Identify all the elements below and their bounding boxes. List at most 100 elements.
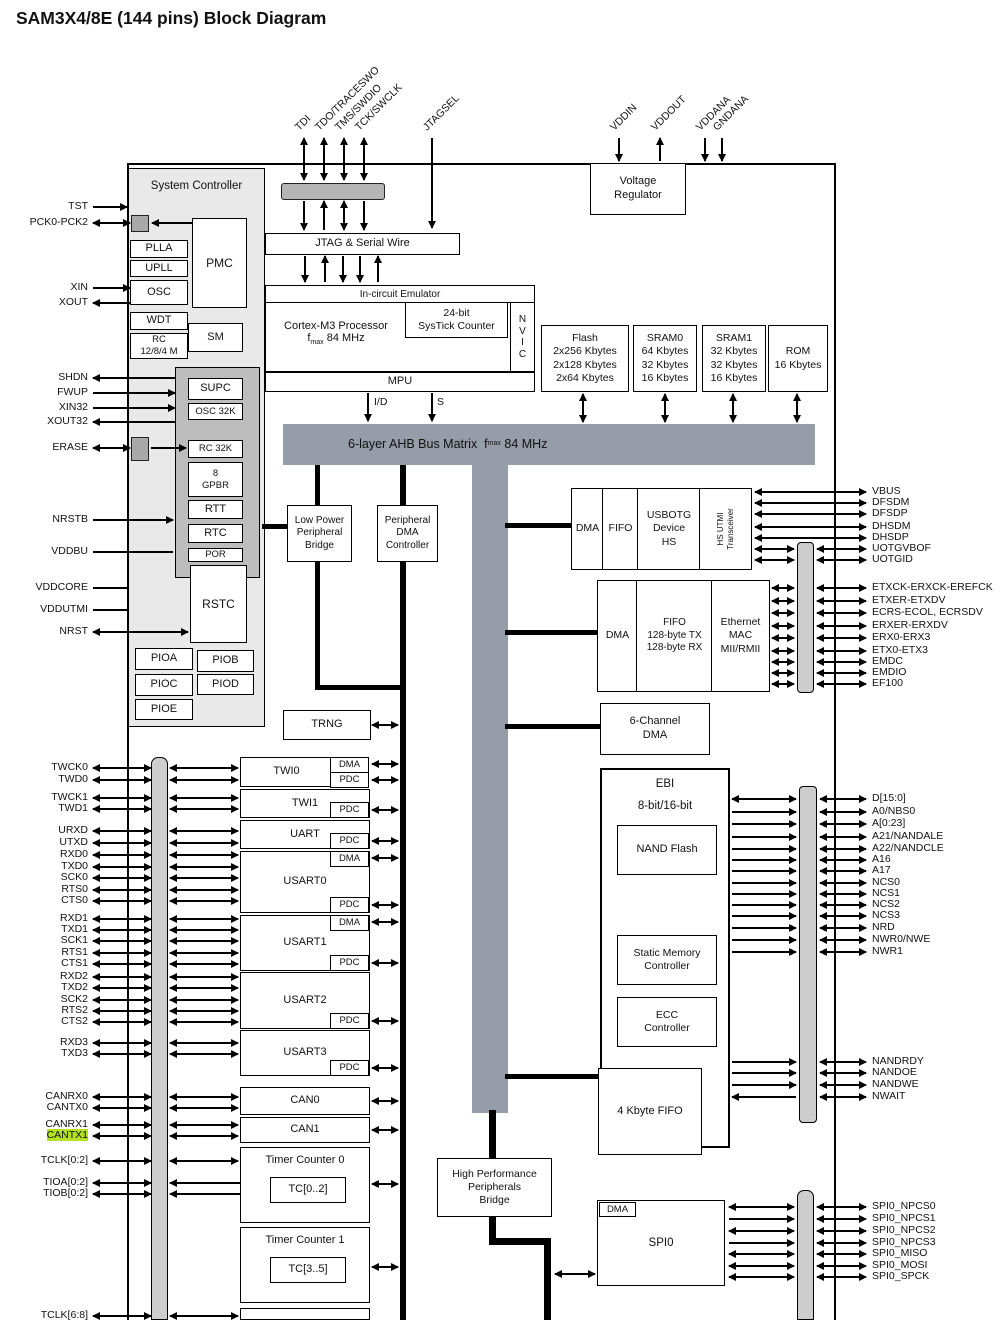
pin-wire-spi0-mosi-arrowhead xyxy=(787,1262,795,1270)
pin-label-ncs3: NCS3 xyxy=(872,909,900,922)
pin-wire-rts1-arrowhead xyxy=(92,949,100,957)
pin-text: SHDN xyxy=(58,371,88,383)
pin-wire-erxer-erxdv xyxy=(817,625,866,627)
pin-wire-d-15-0-arrowhead xyxy=(819,795,827,803)
pin-wire-jtagsel-arrowhead xyxy=(428,221,436,229)
pin-wire-rxd3-arrowhead xyxy=(92,1039,100,1047)
pin-wire-twd1-arrowhead xyxy=(92,805,100,813)
pin-wire-ncs0-arrowhead xyxy=(789,879,797,887)
pin-wire-ef100 xyxy=(772,683,794,685)
pioe-block: PIOE xyxy=(135,699,193,720)
peripheral-bus-wire-usart1-arrowhead xyxy=(391,959,399,967)
pin-label-ecrs-ecol-ecrsdv: ECRS-ECOL, ECRSDV xyxy=(872,606,983,619)
pin-wire-twck0 xyxy=(93,767,151,769)
peripheral-bus-wire-usart3-arrowhead xyxy=(371,1064,379,1072)
pin-text: ETXCK-ERXCK-EREFCK xyxy=(872,581,993,593)
pin-label-vddbu: VDDBU xyxy=(0,545,88,558)
ice-wire-arrowhead xyxy=(356,275,364,283)
lppb-bus-elbow xyxy=(315,685,403,690)
pio-wire-cantx0-arrowhead xyxy=(231,1104,239,1112)
pio-wire-cantx1-arrowhead xyxy=(169,1132,177,1140)
pin-wire-spi0-spck-arrowhead xyxy=(816,1273,824,1281)
pin-label-tioa-0-2: TIOA[0:2] xyxy=(0,1176,88,1189)
peripheral-sub-twi1-pdc: PDC xyxy=(330,802,369,818)
pin-wire-spi0-miso-arrowhead xyxy=(728,1250,736,1258)
pin-text: PCK0-PCK2 xyxy=(29,216,88,228)
pio-wire-rts0-arrowhead xyxy=(169,886,177,894)
pin-wire-rxd1 xyxy=(93,918,151,920)
pio-bar-spi xyxy=(797,1190,814,1320)
lppb-left-stub xyxy=(262,524,287,529)
pin-wire-nwait xyxy=(732,1096,796,1098)
rtc-block: RTC xyxy=(188,524,243,543)
pio-wire-twd1-arrowhead xyxy=(231,805,239,813)
peripheral-bus-wire-can1-arrowhead xyxy=(391,1126,399,1134)
pio-wire-rts1-arrowhead xyxy=(231,949,239,957)
rtt-block: RTT xyxy=(188,500,243,519)
pin-wire-erx0-erx3 xyxy=(772,637,794,639)
pin-wire-rts1-arrowhead xyxy=(144,949,152,957)
pin-wire-dhsdm-arrowhead xyxy=(859,523,867,531)
pin-text: ERXER-ERXDV xyxy=(872,619,948,631)
pin-wire-vddout xyxy=(659,138,661,161)
jtag-wire-arrowhead xyxy=(340,200,348,208)
pin-wire-vbus-arrowhead xyxy=(754,488,762,496)
pin-wire-a17-arrowhead xyxy=(859,867,867,875)
pin-label-tclk-6-8: TCLK[6:8] xyxy=(0,1309,88,1320)
pin-wire-canrx1 xyxy=(93,1124,151,1126)
pin-wire-rxd2 xyxy=(93,976,151,978)
pin-label-cts2: CTS2 xyxy=(0,1015,88,1028)
pin-wire-emdio-arrowhead xyxy=(771,669,779,677)
pio-wire-rxd1-arrowhead xyxy=(231,915,239,923)
pin-wire-spi0-npcs1-arrowhead xyxy=(787,1215,795,1223)
pin-wire-erx0-erx3-arrowhead xyxy=(787,634,795,642)
pio-wire-sck1-arrowhead xyxy=(169,937,177,945)
pio-wire-rxd3 xyxy=(170,1042,238,1044)
pin-wire-tck-swclk-arrowhead xyxy=(360,137,368,145)
pio-wire-txd3-arrowhead xyxy=(231,1050,239,1058)
pio-wire-txd1-arrowhead xyxy=(169,926,177,934)
peripheral-bus-wire-usart0 xyxy=(372,904,398,906)
hppb-connector-top xyxy=(489,1110,496,1158)
pin-label-dhsdp: DHSDP xyxy=(872,531,909,544)
pin-wire-emdc xyxy=(817,661,866,663)
rc-block: RC 12/8/4 M xyxy=(130,333,188,359)
ice-wire-arrowhead xyxy=(339,275,347,283)
peripheral-bus-wire-usart1 xyxy=(372,921,398,923)
pin-wire-twd0-arrowhead xyxy=(92,776,100,784)
pin-label-shdn: SHDN xyxy=(0,371,88,384)
peripheral-bus-wire-can0-arrowhead xyxy=(391,1097,399,1105)
peripheral-sub-usart2-pdc: PDC xyxy=(330,1013,369,1029)
ebi-4k-fifo-block: 4 Kbyte FIFO xyxy=(598,1068,702,1155)
erase-wire xyxy=(151,447,186,449)
pin-wire-d-15-0 xyxy=(820,798,866,800)
pio-wire-sck0-arrowhead xyxy=(169,874,177,882)
osc32k-block: OSC 32K xyxy=(188,403,243,420)
pio-wire-rts0 xyxy=(170,889,238,891)
nvic-block: N V I C xyxy=(510,302,535,372)
pin-wire-a22-nandcle-arrowhead xyxy=(819,845,827,853)
pio-wire-txd3-arrowhead xyxy=(169,1050,177,1058)
pin-wire-nandrdy-arrowhead xyxy=(819,1058,827,1066)
pin-wire-cts0 xyxy=(93,900,151,902)
pdc-bus-up xyxy=(400,465,406,505)
pin-label-twd0: TWD0 xyxy=(0,773,88,786)
peripheral-bus-wire-usart1-arrowhead xyxy=(391,918,399,926)
memory-bus-wire-arrowhead xyxy=(661,415,669,423)
pin-label-nwr0-nwe: NWR0/NWE xyxy=(872,933,930,946)
pin-text: D[15:0] xyxy=(872,792,906,804)
pin-label-ncs1: NCS1 xyxy=(872,887,900,900)
pin-wire-a17 xyxy=(820,870,866,872)
peripheral-bus-wire-timer-counter-1-arrowhead xyxy=(391,1263,399,1271)
pin-wire-erxer-erxdv xyxy=(772,625,794,627)
pin-wire-ef100 xyxy=(817,683,866,685)
peripheral-bus-wire-can1-arrowhead xyxy=(371,1126,379,1134)
pin-wire-pck0-pck2 xyxy=(93,222,130,224)
pin-label-nwait: NWAIT xyxy=(872,1090,905,1103)
pin-label-tst: TST xyxy=(0,200,88,213)
pin-label-cts0: CTS0 xyxy=(0,894,88,907)
pin-text: XIN32 xyxy=(58,401,88,413)
eth-fifo-block: FIFO 128-byte TX 128-byte RX xyxy=(636,580,713,692)
pin-wire-rxd0-arrowhead xyxy=(92,851,100,859)
static-memory-controller-block: Static Memory Controller xyxy=(617,935,717,985)
